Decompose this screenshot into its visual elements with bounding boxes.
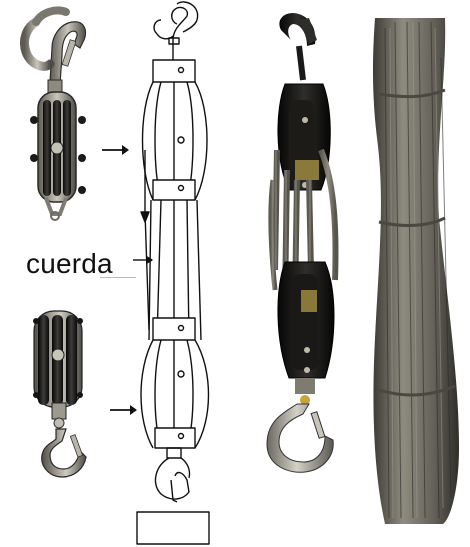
label-underline xyxy=(100,277,136,278)
top-pulley-block-photo xyxy=(0,0,110,230)
pulley-diagram xyxy=(125,0,225,547)
hoist-assembly-photo xyxy=(245,0,360,480)
bottom-pulley-block-photo xyxy=(0,305,120,505)
rope-label: cuerda xyxy=(26,248,113,280)
rope-coil-photo xyxy=(355,18,465,528)
